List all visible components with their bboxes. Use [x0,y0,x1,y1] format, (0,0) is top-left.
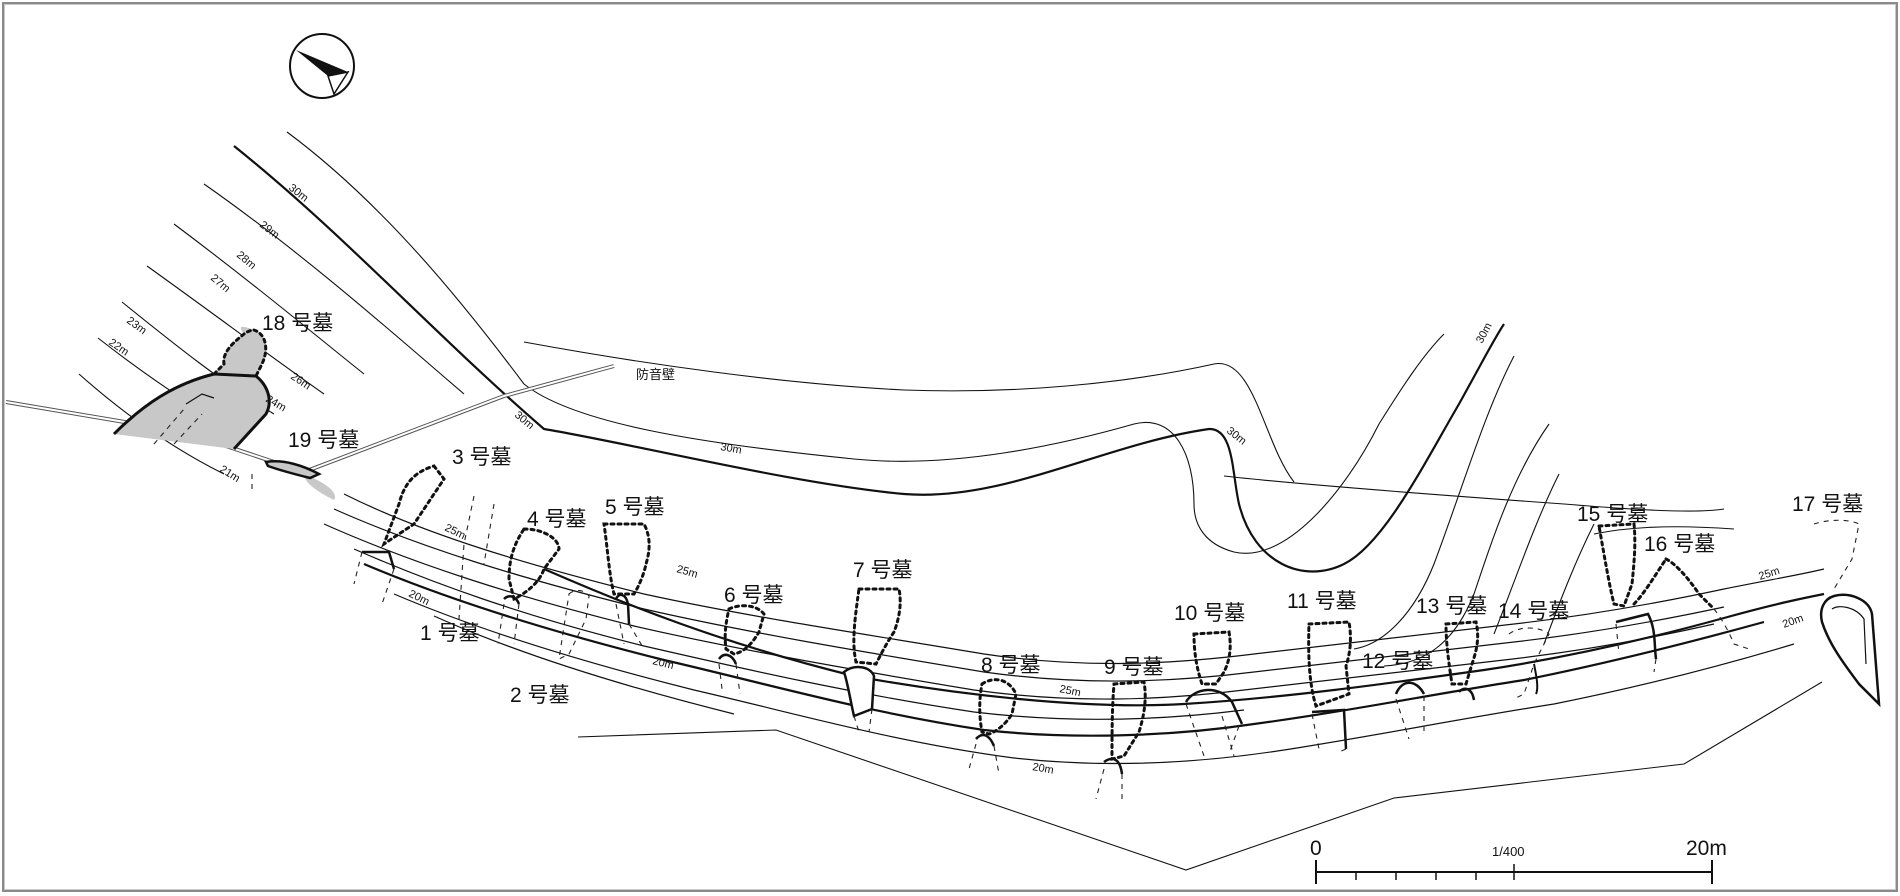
sound-barrier-label: 防音壁 [636,367,675,382]
contour-label: 30m [1474,321,1495,346]
contour-label: 25m [1058,683,1081,699]
tomb-label-5: 5 号墓 [605,496,665,519]
tomb-label-4: 4 号墓 [527,508,587,531]
north-arrow-icon [289,33,355,99]
contour-label: 27m [208,272,232,295]
contour-label: 30m [719,441,742,457]
contour-label: 20m [1781,612,1805,631]
contour-label: 30m [512,409,536,432]
scale-ratio: 1/400 [1492,844,1525,859]
tomb-label-12: 12 号墓 [1362,650,1433,673]
tomb-label-15: 15 号墓 [1577,503,1648,526]
contour-label: 23m [124,315,148,337]
lower-contours [323,493,1825,765]
scale-zero: 0 [1310,837,1322,860]
tomb-18 [112,326,271,451]
contour-label: 22m [106,337,130,359]
tomb-label-17: 17 号墓 [1792,493,1863,516]
scale-bar: 0 1/400 20m [1310,837,1727,884]
tomb-label-10: 10 号墓 [1174,602,1245,625]
survey-map: 30m 29m 28m 27m 23m 22m 26m 24m 21m 30m … [5,33,1881,884]
contour-label: 20m [651,655,675,672]
contour-label: 26m [288,371,312,393]
tomb-label-2: 2 号墓 [510,684,570,707]
tomb-label-9: 9 号墓 [1104,656,1164,679]
contour-label: 21m [217,463,242,485]
tomb-label-1: 1 号墓 [420,622,480,645]
tomb-label-16: 16 号墓 [1644,533,1715,556]
tomb-label-3: 3 号墓 [452,446,512,469]
scale-end: 20m [1686,837,1727,860]
tomb-labels: 1 号墓 2 号墓 3 号墓 4 号墓 5 号墓 6 号墓 7 号墓 8 号墓 … [262,312,1863,707]
tomb-label-11: 11 号墓 [1287,590,1357,613]
tomb-label-13: 13 号墓 [1416,595,1487,618]
tomb-label-18: 18 号墓 [262,312,333,335]
tomb-label-8: 8 号墓 [981,654,1041,677]
contour-label: 25m [675,563,699,580]
tomb-label-14: 14 号墓 [1498,600,1569,623]
contour-label: 20m [407,588,432,608]
tomb-label-19: 19 号墓 [288,429,359,452]
tomb-label-6: 6 号墓 [724,584,784,607]
upper-contours [78,131,1735,667]
tomb-label-7: 7 号墓 [853,559,913,582]
tomb-outlines [353,464,1881,804]
contour-label: 28m [234,249,258,272]
contour-label: 20m [1031,761,1054,777]
tomb-19 [251,460,335,500]
site-boundary [577,681,1823,871]
